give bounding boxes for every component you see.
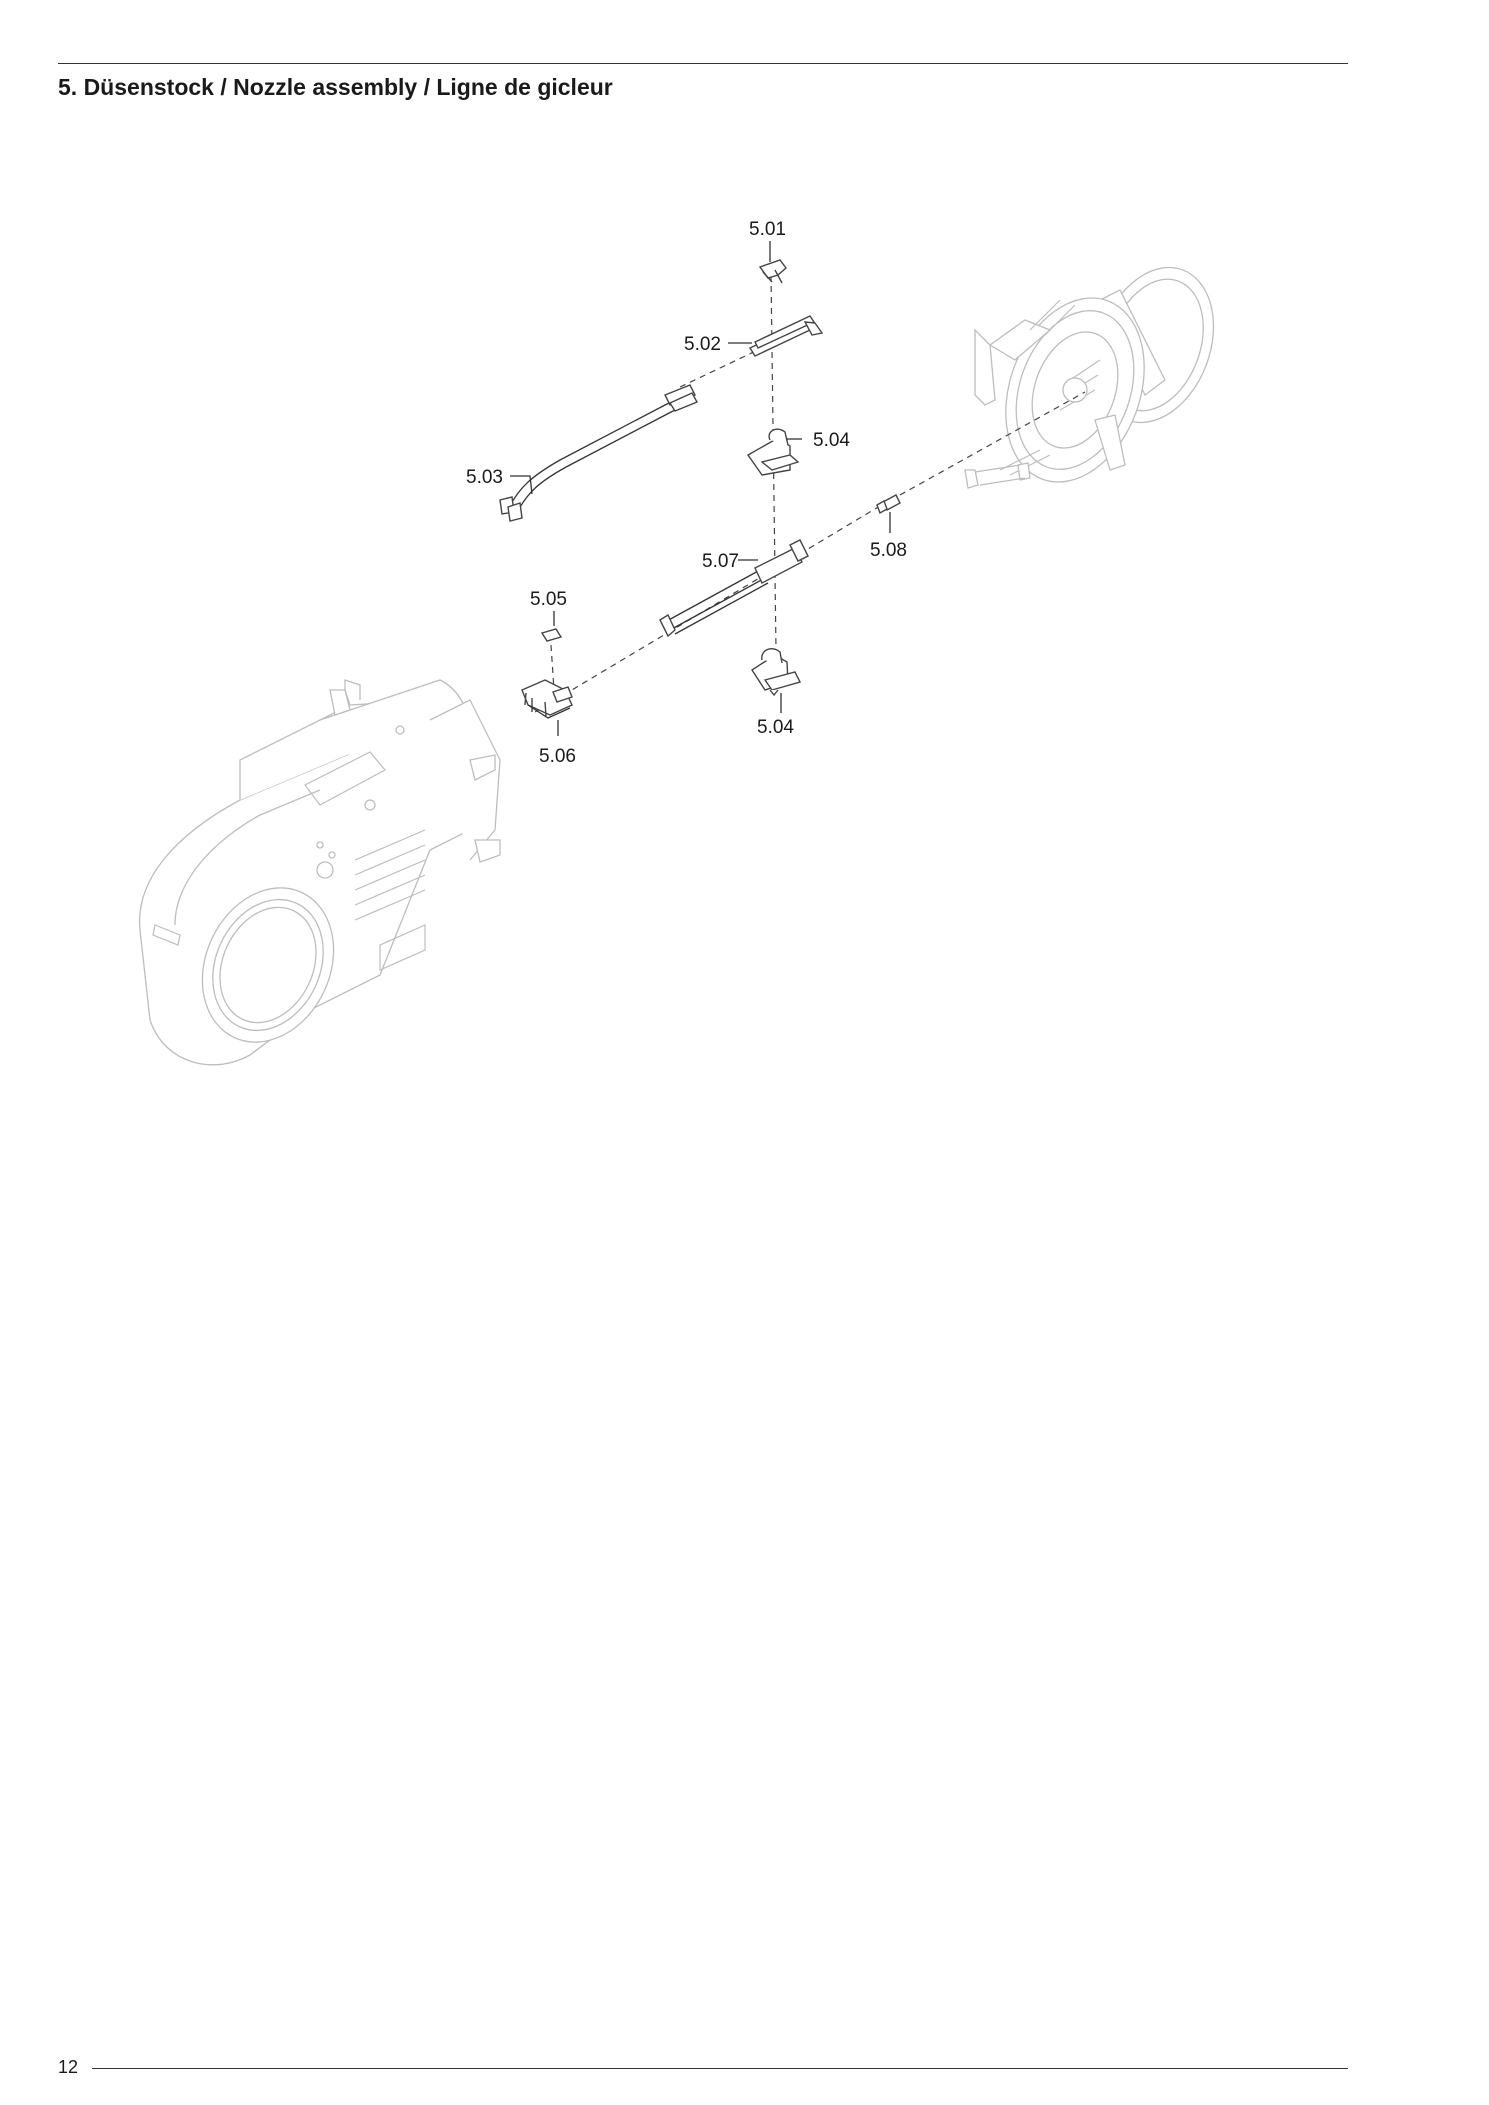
assembly-axis-clip [550, 644, 555, 691]
header-rule [58, 63, 1348, 64]
part-5-05-clip [540, 628, 563, 642]
page-title: 5. Düsenstock / Nozzle assembly / Ligne … [58, 74, 613, 100]
assembly-axis-nozzle-line [534, 496, 896, 713]
label-5-04-upper: 5.04 [813, 430, 850, 451]
footer-rule [92, 2068, 1348, 2069]
label-5-06: 5.06 [539, 746, 576, 767]
burner-housing [138, 679, 501, 1066]
label-5-02: 5.02 [684, 334, 721, 355]
part-5-06-holder [521, 679, 573, 719]
part-5-07-nozzle-tube [659, 539, 809, 638]
part-5-03-ignition-cable [499, 384, 698, 522]
part-5-04-upper-bracket [746, 428, 800, 476]
part-5-02-electrode [748, 315, 824, 357]
part-5-01-clip [758, 259, 787, 284]
part-5-08-nozzle [876, 494, 901, 515]
flange-ring [964, 266, 1215, 489]
label-5-05: 5.05 [530, 589, 567, 610]
label-5-03: 5.03 [466, 467, 503, 488]
part-5-04-lower-bracket [751, 648, 802, 697]
label-5-08: 5.08 [870, 540, 907, 561]
leader-lines [510, 241, 891, 736]
label-5-07: 5.07 [702, 551, 739, 572]
page-number: 12 [58, 2057, 79, 2077]
label-5-04-lower: 5.04 [757, 717, 794, 738]
assembly-axis-flange-line [899, 391, 1086, 496]
label-5-01: 5.01 [749, 219, 786, 240]
